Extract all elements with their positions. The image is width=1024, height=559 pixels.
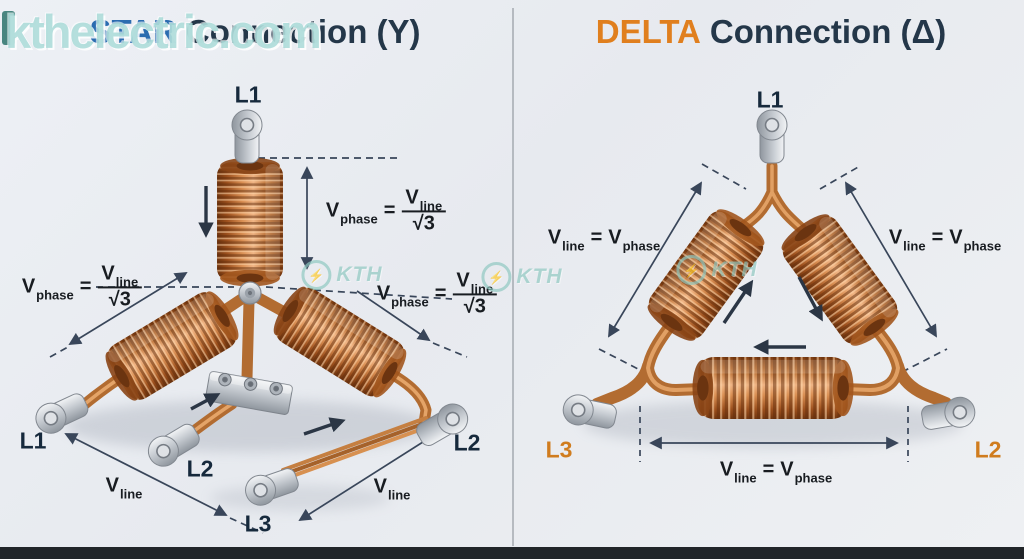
delta-corner-tick-right <box>901 348 948 373</box>
delta-apex-tick-left <box>701 163 747 190</box>
star-neutral-block <box>205 371 293 415</box>
current-arrows <box>190 186 823 436</box>
star-lug-l1-top <box>231 109 263 164</box>
star-l3-strand-1 <box>281 416 428 472</box>
watermark-site-text: kthelectric.com <box>5 5 322 58</box>
star-arrow-neutral <box>190 393 221 411</box>
kth-watermark-3: ⚡ KTH <box>676 255 757 285</box>
delta-label-l2: L2 <box>974 436 1002 463</box>
bolt-icon: ⚡ <box>481 262 512 292</box>
star-vline-right-dim <box>298 433 436 522</box>
star-l3-strand-2 <box>283 420 430 476</box>
delta-arrow-left <box>722 279 754 324</box>
star-label-l2-right: L2 <box>453 429 481 456</box>
star-right-dim <box>356 290 431 342</box>
star-l3-strand-3 <box>285 424 432 480</box>
kth-watermark-2: ⚡ KTH <box>481 262 562 292</box>
delta-lug-l1 <box>756 109 788 164</box>
delta-right-dim <box>845 181 937 338</box>
delta-coil-bottom <box>692 356 854 420</box>
delta-label-l1: L1 <box>756 86 784 113</box>
star-label-l1-top: L1 <box>234 81 262 108</box>
delta-apex-tick-right <box>819 165 861 190</box>
footer-bar <box>0 547 1024 559</box>
star-center-node <box>238 281 262 305</box>
star-label-l1-bottom: L1 <box>19 427 47 454</box>
star-dimension-lines <box>49 157 468 534</box>
star-title-rest: Connection (Y) <box>185 13 421 50</box>
star-left-dim <box>68 272 188 345</box>
delta-dimension-lines <box>598 163 948 462</box>
star-coil-top <box>217 157 283 287</box>
delta-wires <box>591 160 952 410</box>
delta-title-accent: DELTA <box>595 13 701 50</box>
delta-label-l3: L3 <box>545 436 573 463</box>
bolt-icon: ⚡ <box>676 255 707 285</box>
star-vline-dash-ext <box>229 517 264 534</box>
star-title-accent: STAR <box>89 13 177 50</box>
delta-arrow-right <box>797 276 823 322</box>
star-arrow-l3 <box>303 417 346 436</box>
star-assembly <box>30 109 474 511</box>
watermark-logo-mark <box>2 11 15 45</box>
panel-divider <box>512 8 514 546</box>
bolt-icon: ⚡ <box>301 260 332 290</box>
delta-left-dim <box>608 181 702 338</box>
star-right-dash-ext <box>432 342 468 358</box>
delta-corner-tick-left <box>598 348 645 373</box>
star-left-dash-ext <box>49 346 69 358</box>
kth-watermark-1: ⚡ KTH <box>301 260 382 290</box>
star-vline-left-dim <box>64 433 228 516</box>
star-label-l3: L3 <box>244 510 272 537</box>
star-label-l2-neutral: L2 <box>186 455 214 482</box>
delta-title-rest: Connection (Δ) <box>709 13 947 50</box>
